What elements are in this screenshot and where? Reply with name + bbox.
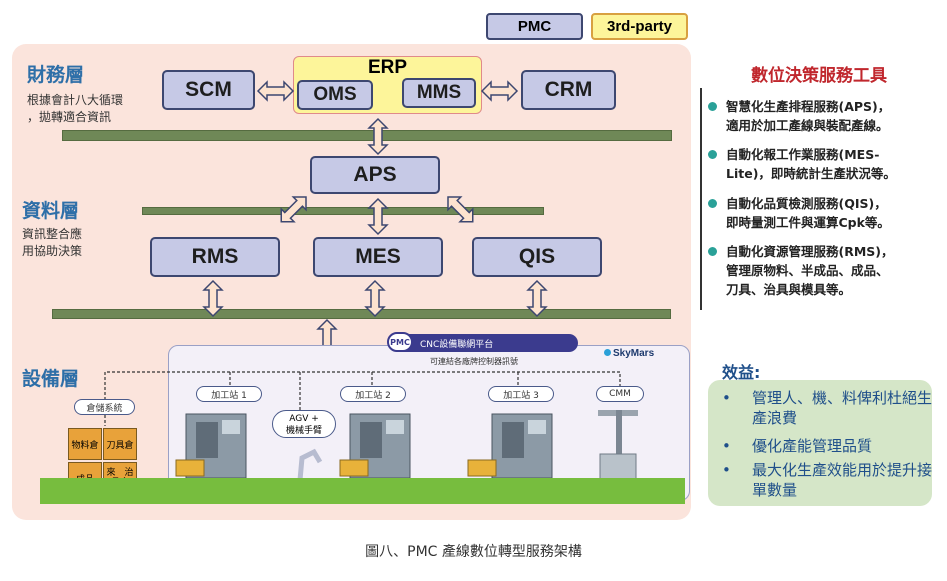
cnc-platform-sub: 可連結各廠牌控制器訊號 [430,357,518,366]
mms-box: MMS [402,78,476,108]
skymars-text: SkyMars [613,348,655,359]
cnc-platform-bar [390,334,578,352]
finance-layer-title: 財務層 [27,64,85,86]
factory-floor [40,478,685,504]
benefit-text-1: 管理人、機、料俾利杜絕生產浪費 [752,389,933,427]
service-rms-line1: 自動化資源管理服務(RMS)， [726,244,894,259]
data-desc-line2: 用協助決策 [22,244,83,258]
bullet-icon: • [722,461,731,479]
bullet-dot-icon [708,247,717,256]
station-2-label: 加工站 2 [340,386,406,402]
bullet-icon: • [722,437,731,455]
benefits-box [708,380,932,506]
service-qis-line2: 即時量測工件與運算Cpk等。 [726,215,890,230]
finance-desc-line2: ，拋轉適合資訊 [27,110,112,124]
skymars-icon [604,349,611,356]
scm-box: SCM [162,70,255,110]
mes-box: MES [313,237,443,277]
data-desc-line1: 資訊整合應 [22,227,83,241]
benefits-label: 效益: [722,363,761,382]
figure-caption: 圖八、PMC 產線數位轉型服務架構 [365,544,582,560]
bullet-dot-icon [708,150,717,159]
data-layer-title: 資料層 [22,200,80,222]
shelf-cell-2: 刀具倉 [103,428,137,460]
benefit-item-2: • 優化產能管理品質 [722,436,932,456]
service-mes-line2: Lite)，即時統計生產狀況等。 [726,166,896,181]
service-rms-line3: 刀具、治具與模具等。 [726,282,852,297]
bullet-dot-icon [708,199,717,208]
warehouse-label: 倉儲系統 [74,399,135,415]
service-item-rms: 自動化資源管理服務(RMS)， 管理原物料、半成品、成品、 刀具、治具與模具等。 [708,242,940,299]
finance-desc-line1: 根據會計八大循環 [27,93,124,107]
cmm-machine-icon [598,410,638,485]
service-aps-line2: 適用於加工產線與裝配產線。 [726,118,889,133]
cnc-machine-2-icon [339,413,411,479]
legend-third-party: 3rd-party [591,13,688,40]
benefit-text-3: 最大化生產效能用於提升接單數量 [752,461,933,499]
service-item-mes: 自動化報工作業服務(MES- Lite)，即時統計生產狀況等。 [708,145,940,183]
services-panel [700,88,942,310]
skymars-logo: SkyMars [604,348,654,359]
legend-pmc: PMC [486,13,583,40]
service-item-qis: 自動化品質檢測服務(QIS)， 即時量測工件與運算Cpk等。 [708,194,940,232]
rms-box: RMS [150,237,280,277]
service-rms-line2: 管理原物料、半成品、成品、 [726,263,889,278]
equipment-bus-bar [52,309,671,319]
station-3-label: 加工站 3 [488,386,554,402]
service-aps-line1: 智慧化生產排程服務(APS)， [726,99,891,114]
agv-label-line1: AGV + [289,414,319,424]
agv-label: AGV + 機械手臂 [272,410,336,438]
crm-box: CRM [521,70,616,110]
station-1-label: 加工站 1 [196,386,262,402]
benefit-item-3: • 最大化生產效能用於提升接單數量 [722,460,932,500]
pmc-badge: PMC [387,332,413,352]
benefit-item-1: • 管理人、機、料俾利杜絕生產浪費 [722,388,932,428]
bullet-icon: • [722,389,731,407]
service-qis-line1: 自動化品質檢測服務(QIS)， [726,196,887,211]
services-title: 數位決策服務工具 [751,66,887,86]
aps-box: APS [310,156,440,194]
bullet-dot-icon [708,102,717,111]
benefit-text-2: 優化產能管理品質 [752,437,873,455]
equipment-layer-title: 設備層 [22,368,80,390]
cmm-label: CMM [596,386,644,402]
cnc-machine-3-icon [467,413,553,479]
agv-label-line2: 機械手臂 [285,426,322,436]
cnc-machine-1-icon [175,413,247,479]
cnc-platform-label: CNC設備聯網平台 [420,340,494,350]
data-bus-bar [142,207,544,215]
erp-label: ERP [367,57,408,78]
oms-box: OMS [297,80,373,110]
data-layer-desc: 資訊整合應 用協助決策 [22,226,82,260]
service-item-aps: 智慧化生產排程服務(APS)， 適用於加工產線與裝配產線。 [708,97,940,135]
shelf-cell-1: 物料倉 [68,428,102,460]
service-mes-line1: 自動化報工作業服務(MES- [726,147,880,162]
finance-layer-desc: 根據會計八大循環 ，拋轉適合資訊 [27,92,123,126]
finance-bus-bar [62,130,672,141]
qis-box: QIS [472,237,602,277]
